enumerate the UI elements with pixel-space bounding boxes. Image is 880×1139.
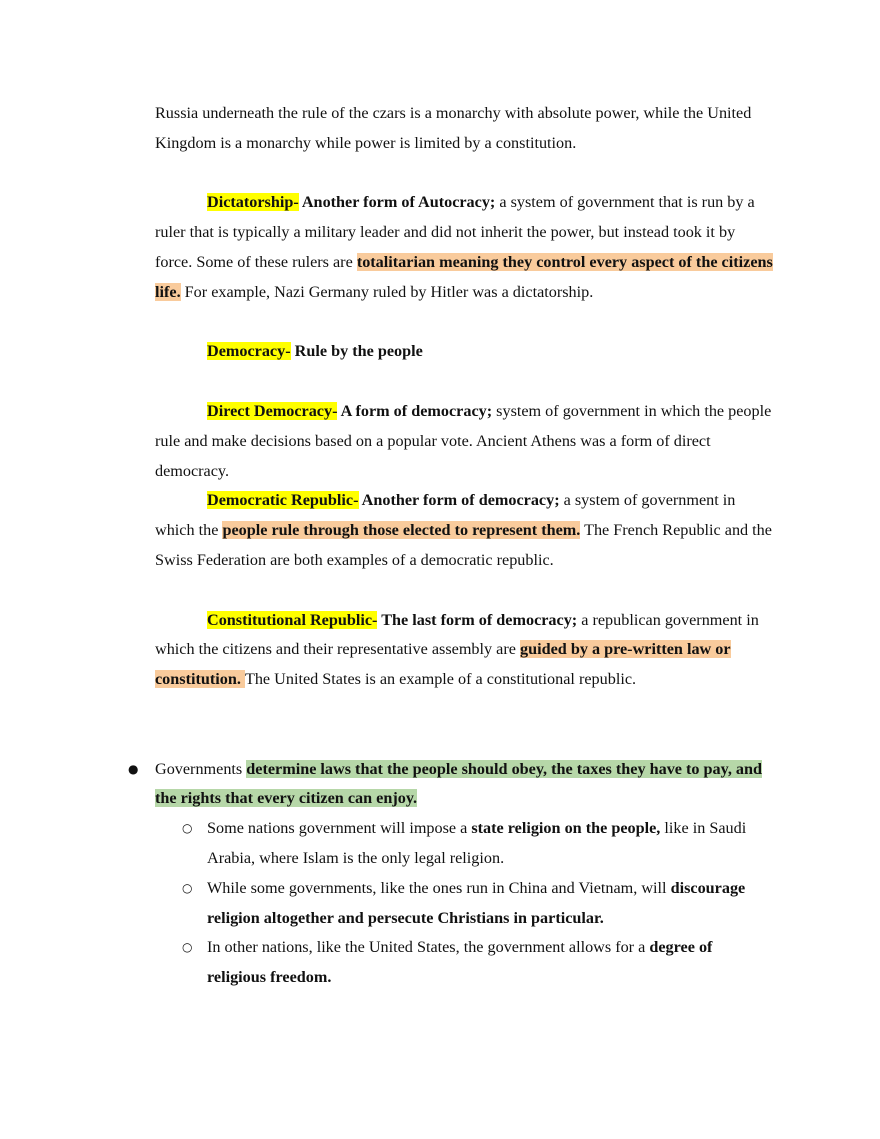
list-item: Governments determine laws that the peop… (128, 755, 775, 993)
constitutional-republic-text: a republican government in which the cit… (155, 610, 759, 659)
spacer (155, 159, 775, 189)
democratic-republic-highlight: people rule through those elected to rep… (222, 521, 581, 540)
democracy-subtitle: Rule by the people (290, 342, 423, 361)
democratic-republic-example: The French Republic and the Swiss Federa… (155, 521, 772, 569)
sub-list: Some nations government will impose a st… (182, 814, 775, 993)
constitutional-republic-example: The United States is an example of a con… (244, 670, 637, 689)
dictatorship-term: Dictatorship- (207, 193, 299, 212)
document-page: Russia underneath the rule of the czars … (128, 99, 775, 993)
intro-paragraph: Russia underneath the rule of the czars … (155, 99, 775, 159)
sub-item-text: In other nations, like the United States… (207, 938, 650, 957)
sub-item-text: like in Saudi Arabia, where Islam is the… (207, 819, 747, 867)
democratic-republic-paragraph: Democratic Republic- Another form of dem… (155, 486, 775, 575)
spacer (155, 576, 775, 606)
constitutional-republic-subtitle: The last form of democracy; (377, 610, 578, 629)
direct-democracy-term: Direct Democracy- (207, 401, 338, 420)
democracy-term: Democracy- (207, 342, 291, 361)
direct-democracy-text: system of government in which the people… (155, 401, 772, 480)
sub-item-text: While some governments, like the ones ru… (207, 878, 671, 897)
constitutional-republic-term: Constitutional Republic- (207, 610, 378, 629)
spacer (155, 308, 775, 338)
direct-democracy-subtitle: A form of democracy; (337, 401, 493, 420)
bullet-lead: Governments (155, 759, 247, 778)
dictatorship-paragraph: Dictatorship- Another form of Autocracy;… (155, 188, 775, 307)
democratic-republic-text: a system of government in which the (155, 491, 736, 540)
dictatorship-example: For example, Nazi Germany ruled by Hitle… (180, 282, 594, 301)
direct-democracy-paragraph: Direct Democracy- A form of democracy; s… (155, 397, 775, 486)
sub-item-bold: discourage religion altogether and perse… (207, 878, 746, 927)
intro-text: Russia underneath the rule of the czars … (155, 104, 752, 152)
constitutional-republic-paragraph: Constitutional Republic- The last form o… (155, 606, 775, 695)
democratic-republic-subtitle: Another form of democracy; (358, 491, 560, 510)
sub-item-bold: state religion on the people, (471, 819, 661, 838)
list-item: While some governments, like the ones ru… (182, 874, 775, 934)
bullet-highlight: determine laws that the people should ob… (155, 759, 763, 808)
spacer (155, 367, 775, 397)
dictatorship-subtitle: Another form of Autocracy; (298, 193, 496, 212)
spacer (155, 695, 775, 755)
dictatorship-text: a system of government that is run by a … (155, 193, 755, 271)
democracy-paragraph: Democracy- Rule by the people (155, 337, 775, 367)
democratic-republic-term: Democratic Republic- (207, 491, 359, 510)
sub-item-bold: degree of religious freedom. (207, 938, 713, 987)
list-item: In other nations, like the United States… (182, 933, 775, 993)
sub-item-text: Some nations government will impose a (207, 819, 472, 838)
bullet-list: Governments determine laws that the peop… (128, 755, 775, 993)
list-item: Some nations government will impose a st… (182, 814, 775, 874)
